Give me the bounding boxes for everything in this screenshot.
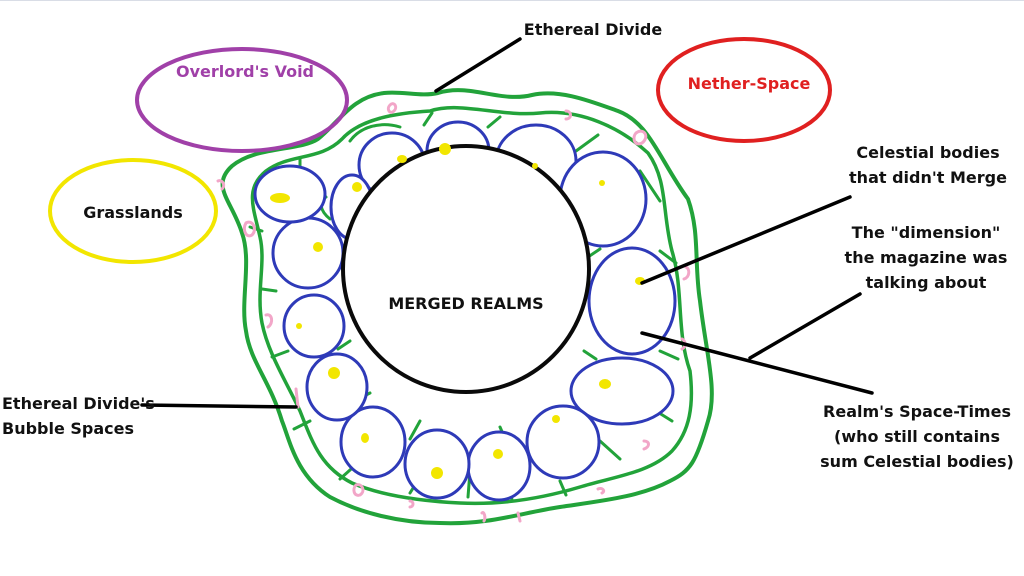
overlords-void-ellipse xyxy=(135,47,349,153)
pointer-realm-spacetimes xyxy=(640,331,874,395)
grasslands-ellipse xyxy=(48,158,218,264)
bubble-space xyxy=(352,483,365,497)
bubble-space xyxy=(480,511,487,523)
bubble-space xyxy=(242,220,256,238)
celestial-body xyxy=(270,193,290,203)
pointer-dimension xyxy=(748,292,862,360)
celestial-body xyxy=(397,155,407,163)
pointer-bubble-spaces xyxy=(140,403,298,409)
bubble-space xyxy=(516,511,522,523)
pointer-celestial-bodies xyxy=(640,195,852,285)
nether-space-label: Nether-Space xyxy=(687,74,811,93)
celestial-body xyxy=(493,449,503,459)
overlords-void-label: Overlord's Void xyxy=(175,62,315,81)
realm-bubble xyxy=(339,405,407,479)
celestial-body xyxy=(431,467,443,479)
bubble-space xyxy=(682,265,691,281)
celestial-body xyxy=(599,180,605,186)
realm-bubble xyxy=(305,352,369,422)
bubble-space xyxy=(642,439,650,451)
bubble-space xyxy=(264,313,274,329)
realm-bubble xyxy=(466,430,532,502)
pointer-ethereal-divide xyxy=(434,37,522,93)
bubble-space xyxy=(408,499,415,509)
ethereal-divide-bubble-spaces xyxy=(216,102,691,523)
realm-bubble xyxy=(587,246,677,356)
ethereal-divide-label: Ethereal Divide xyxy=(523,20,663,39)
bubble-space xyxy=(564,109,572,121)
ethereal-divide-inner-boundary xyxy=(250,105,694,506)
celestial-body xyxy=(552,415,560,423)
pointer-lines xyxy=(140,37,874,409)
celestial-body xyxy=(296,323,302,329)
bubble-space xyxy=(216,179,226,191)
merged-realms-circle xyxy=(341,144,591,394)
celestial-body xyxy=(352,182,362,192)
bubble-spaces-label: Ethereal Divide's Bubble Spaces xyxy=(2,394,155,438)
bubble-space xyxy=(294,387,300,409)
ethereal-divide-outer-boundary xyxy=(220,88,714,526)
realm-bubble xyxy=(403,428,471,500)
celestial-body xyxy=(532,163,538,169)
celestial-body xyxy=(313,242,323,252)
celestial-bodies xyxy=(270,143,645,479)
grasslands-label: Grasslands xyxy=(83,203,183,222)
dimension-label: The "dimension" the magazine was talking… xyxy=(844,223,1008,292)
bubble-space xyxy=(632,129,648,146)
celestial-body xyxy=(599,379,611,389)
nether-space-ellipse xyxy=(656,37,832,143)
merged-realms-label: MERGED REALMS xyxy=(388,294,544,313)
realm-bubble xyxy=(282,293,346,359)
celestial-body xyxy=(439,143,451,155)
celestial-bodies-label: Celestial bodies that didn't Merge xyxy=(849,143,1007,187)
celestial-body xyxy=(328,367,340,379)
realm-spacetimes-label: Realm's Space-Times (who still contains … xyxy=(820,402,1014,471)
celestial-body xyxy=(361,433,369,443)
bubble-space xyxy=(386,102,398,114)
realm-bubble xyxy=(253,164,327,224)
realm-bubble xyxy=(525,404,601,480)
realm-bubble xyxy=(271,216,345,290)
bubble-space xyxy=(596,487,606,495)
realm-bubble xyxy=(569,356,675,426)
